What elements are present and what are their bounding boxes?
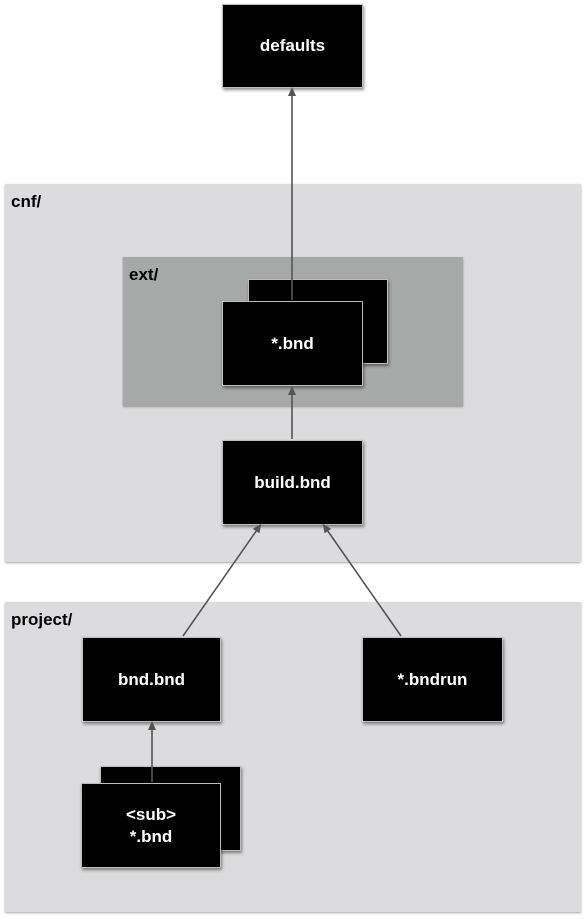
build-bnd-node: build.bnd xyxy=(222,440,363,525)
sub-bnd-node: <sub> *.bnd xyxy=(81,783,221,868)
defaults-node: defaults xyxy=(222,4,363,88)
ext-bnd-node: *.bnd xyxy=(222,301,363,386)
bnd-bnd-node: bnd.bnd xyxy=(82,637,221,722)
ext-group-label: ext/ xyxy=(129,265,159,284)
project-group-label: project/ xyxy=(11,610,73,629)
bndrun-node: *.bndrun xyxy=(362,637,503,722)
cnf-group-label: cnf/ xyxy=(11,192,42,211)
